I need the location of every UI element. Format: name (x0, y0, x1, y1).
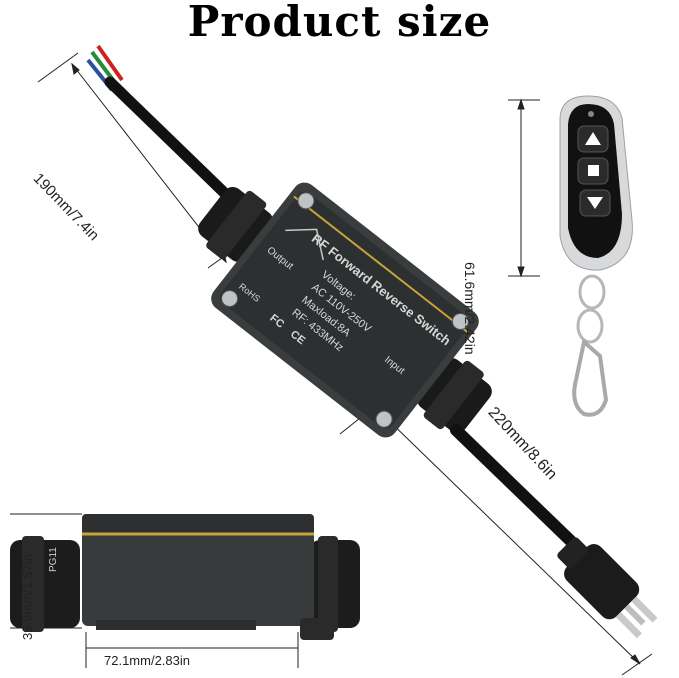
dimension-box-height: 39.9mm/1.57in (20, 554, 35, 640)
down-arrow-icon (587, 197, 603, 209)
side-view-box: PG11 (10, 514, 360, 640)
gland-label: PG11 (48, 547, 59, 572)
stop-square-icon (588, 165, 599, 176)
dimension-box-width: 72.1mm/2.83in (104, 653, 190, 668)
remote-led-icon (588, 111, 594, 117)
up-arrow-icon (585, 132, 601, 145)
output-cable (450, 424, 658, 639)
dimension-remote: 61.6mm/2.42in (462, 262, 478, 355)
page-title: Product size (187, 0, 492, 46)
wiring-diagram-icon (285, 228, 324, 261)
input-cable (86, 44, 246, 214)
remote-control (559, 95, 633, 417)
keychain-clasp-icon (572, 338, 609, 417)
switch-box: RF Forward Reverse Switch Voltage: AC 11… (198, 182, 492, 438)
power-plug-icon (557, 537, 658, 639)
dimension-lines (10, 52, 653, 676)
